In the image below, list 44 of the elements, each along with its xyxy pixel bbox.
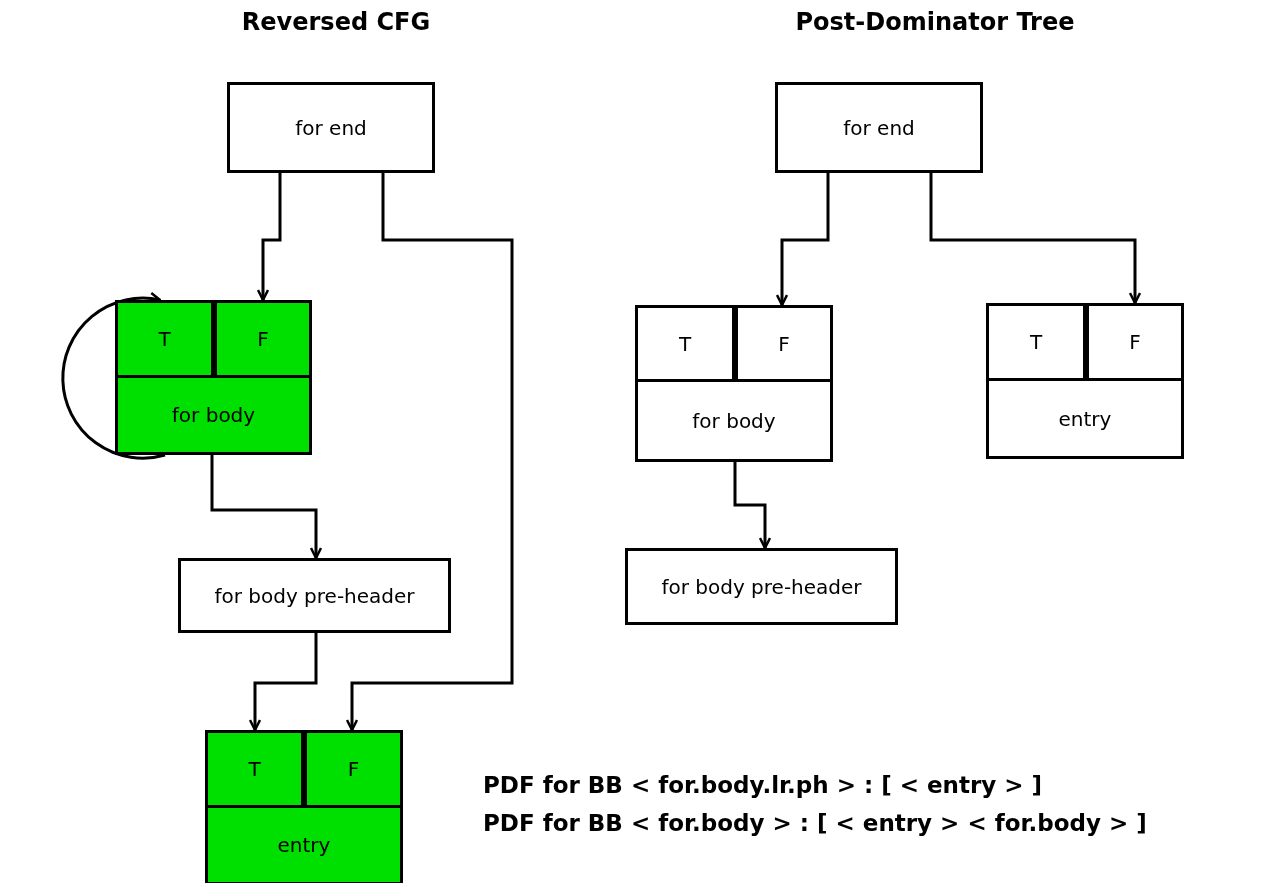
branch-cell — [214, 300, 312, 378]
branch-cell — [115, 300, 214, 378]
arrow — [210, 455, 323, 560]
block-label: F — [778, 331, 790, 356]
arrow — [256, 173, 282, 302]
branch-cell — [304, 730, 403, 808]
section-title: Reversed CFG — [240, 8, 432, 36]
arrow — [248, 633, 318, 732]
basic-block — [986, 303, 1184, 459]
result-line: PDF for BB < for.body > : [ < entry > < for.body > ] — [483, 810, 1147, 836]
arrow — [733, 462, 772, 550]
branch-cell — [735, 305, 833, 382]
result-line: PDF for BB < for.body.lr.ph > : [ < entry > ] — [483, 772, 1043, 798]
process-box — [625, 548, 898, 625]
block-label: F — [257, 327, 269, 351]
branch-cell — [986, 303, 1086, 381]
process-box — [227, 82, 435, 173]
block-label: for body pre-header — [661, 574, 862, 599]
block-label: T — [158, 327, 171, 351]
block-label: T — [248, 757, 261, 781]
block-label: T — [678, 331, 692, 356]
basic-block — [205, 730, 403, 883]
branch-cell — [1086, 303, 1184, 381]
basic-block — [115, 300, 312, 455]
block-label: T — [1029, 330, 1043, 354]
basic-block — [635, 305, 833, 462]
block-label: for end — [843, 115, 915, 140]
block-label: F — [347, 757, 360, 781]
branch-cell — [205, 730, 304, 808]
arrow — [61, 292, 166, 460]
arrow — [929, 173, 1142, 305]
process-box — [775, 82, 983, 173]
block-label: for body pre-header — [214, 583, 415, 608]
block-label: for end — [295, 115, 367, 140]
arrow — [345, 173, 514, 732]
process-box — [178, 558, 451, 633]
branch-cell — [635, 305, 735, 382]
block-label: for body — [692, 409, 776, 433]
section-title: Post-Dominator Tree — [794, 8, 1076, 36]
block-label: entry — [1058, 406, 1112, 431]
block-label: for body — [171, 403, 256, 427]
block-label: entry — [277, 833, 331, 857]
block-label: F — [1129, 330, 1141, 354]
arrow — [775, 173, 830, 307]
